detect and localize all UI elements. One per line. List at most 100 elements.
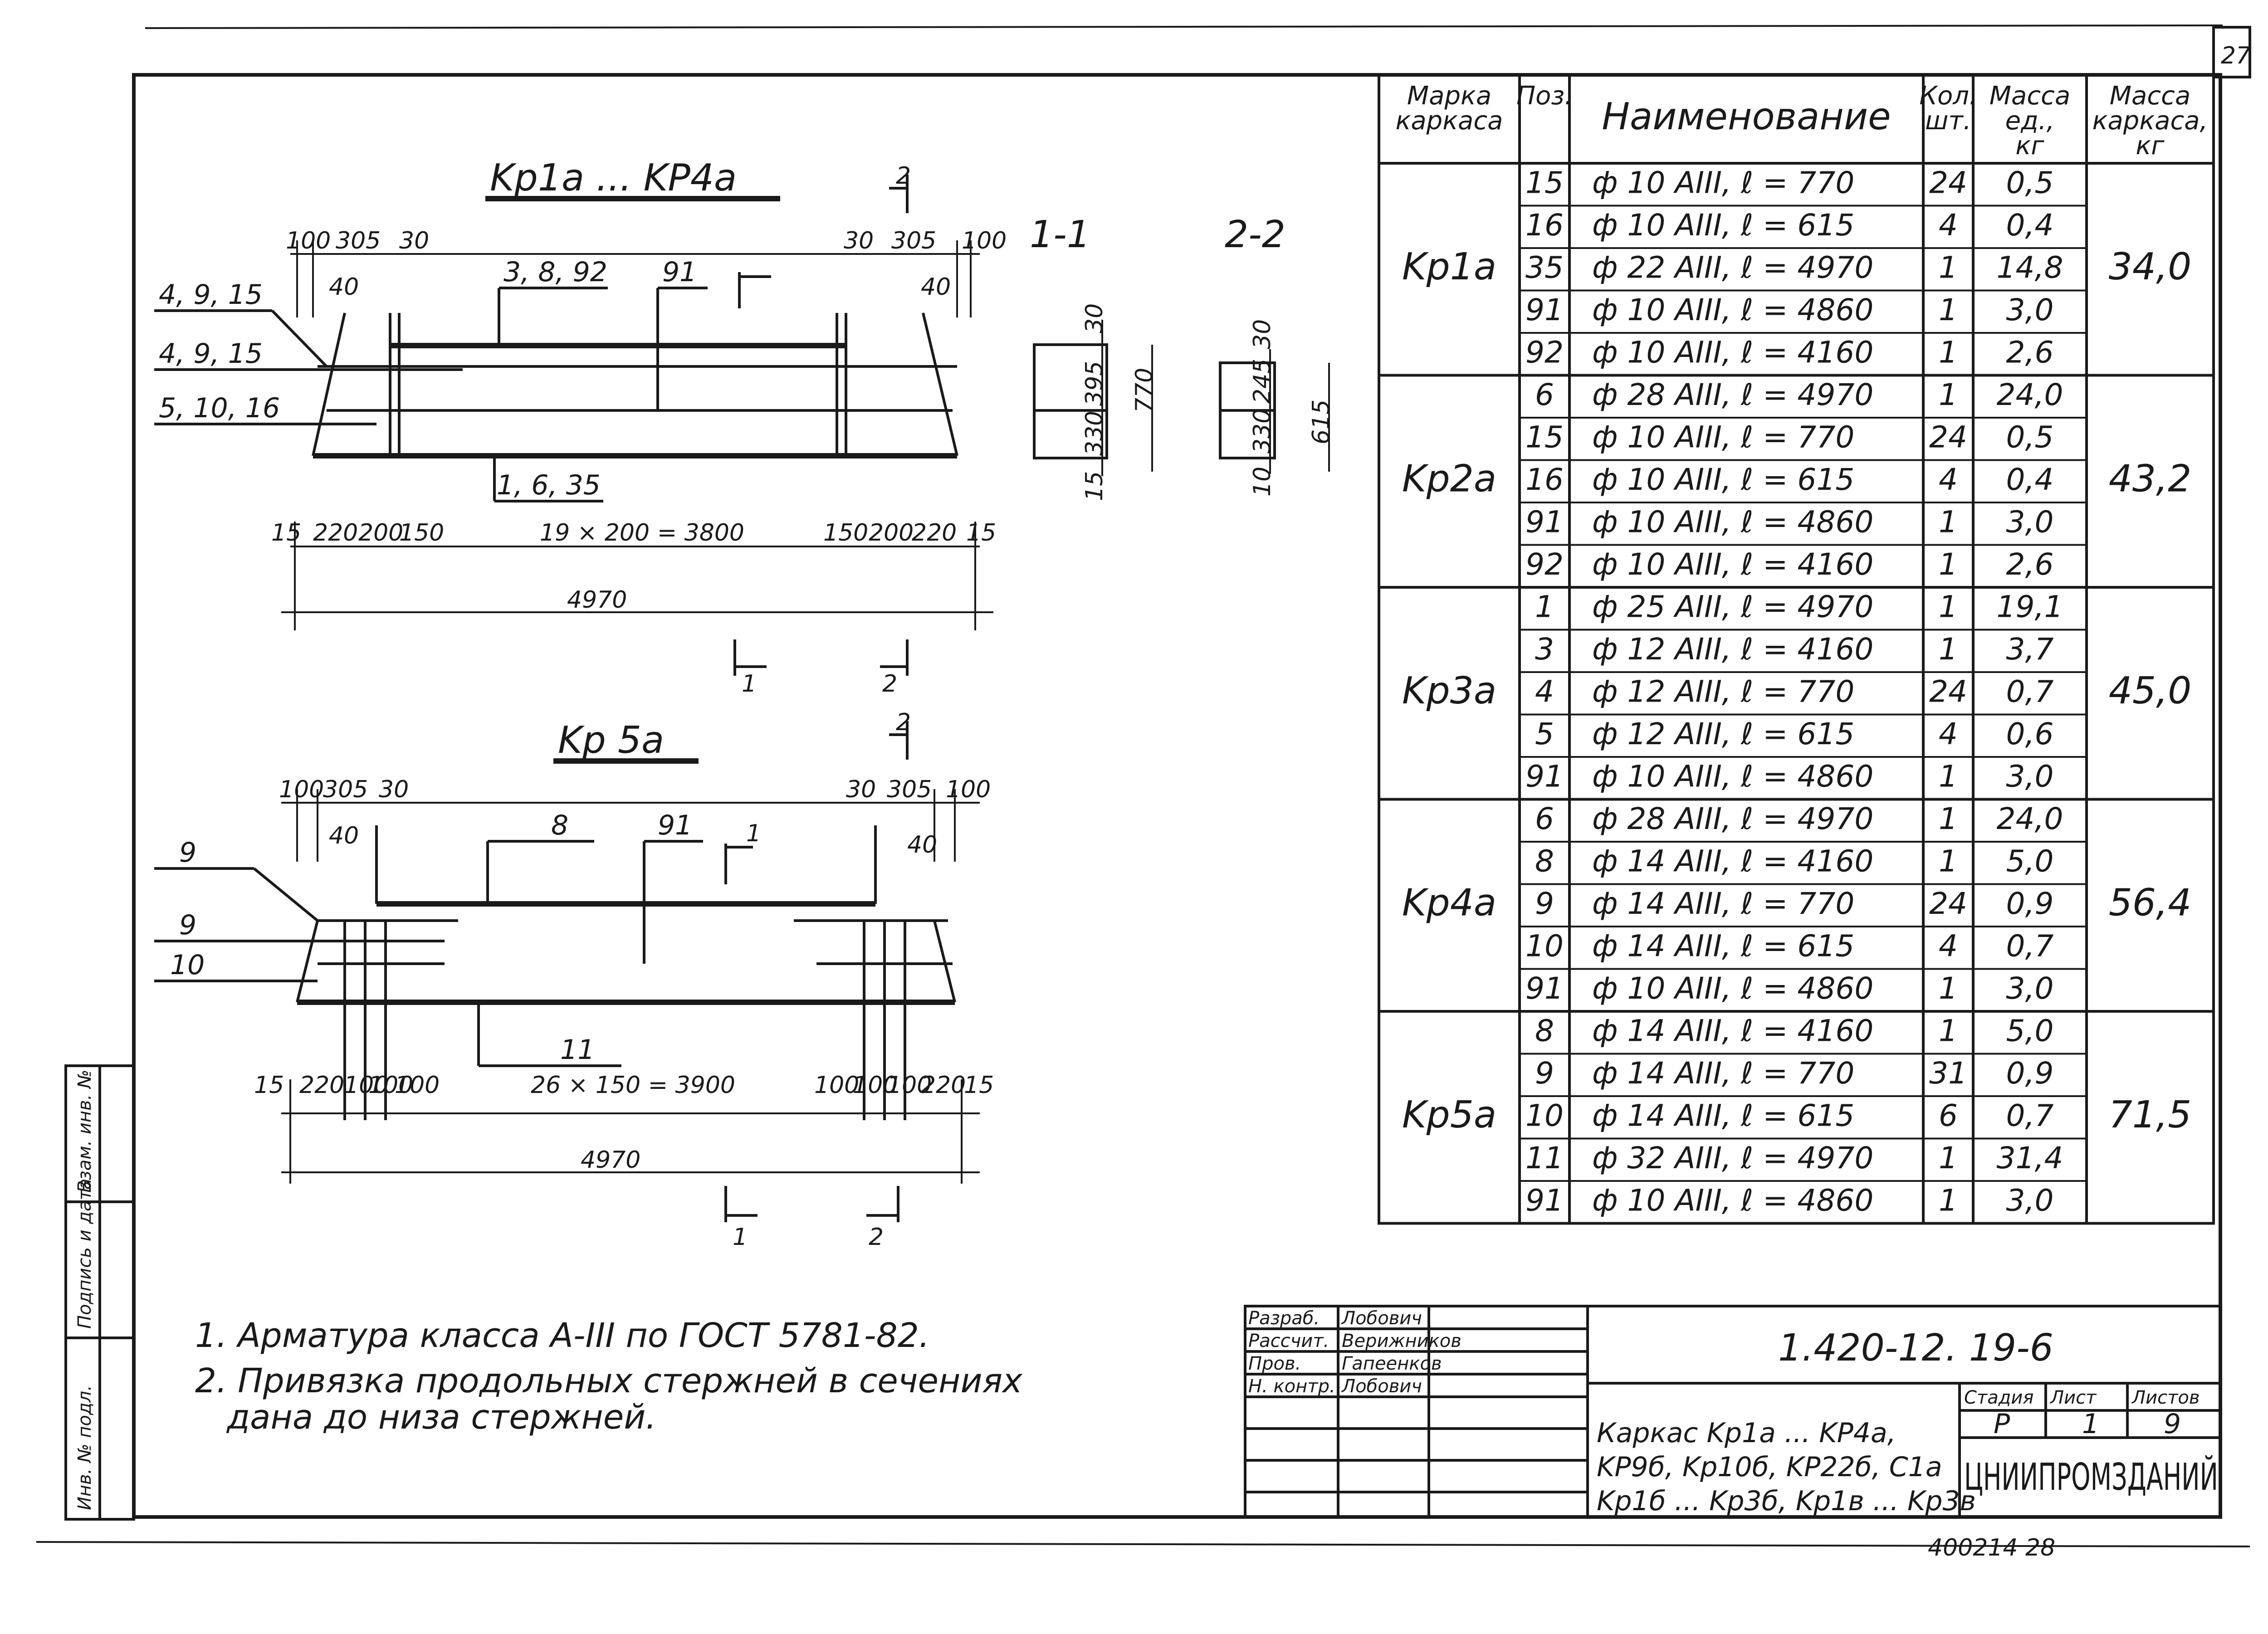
table-pos: 11	[1525, 1141, 1564, 1176]
label-3-8-92: 3, 8, 92	[503, 256, 607, 288]
svg-text:40: 40	[921, 273, 951, 301]
svg-text:100: 100	[368, 1072, 413, 1099]
label-4-9-15-b: 4, 9, 15	[159, 338, 263, 370]
table-qty: 24	[1929, 419, 1967, 454]
note-1: 1. Арматура класса A-III по ГОСТ 5781-82…	[195, 1316, 929, 1355]
svg-text:Рассчит.: Рассчит.	[1248, 1331, 1329, 1351]
table-mass-unit: 0,7	[2006, 1098, 2054, 1133]
svg-text:Лобович: Лобович	[1341, 1376, 1422, 1397]
table-mass-total: 43,2	[2109, 457, 2192, 500]
table-qty: 1	[1939, 844, 1958, 878]
table-pos: 15	[1525, 165, 1564, 200]
svg-text:40: 40	[907, 831, 937, 858]
svg-text:15: 15	[964, 1072, 994, 1099]
organization: ЦНИИПРОМЗДАНИЙ	[1964, 1455, 2218, 1499]
table-pos: 6	[1535, 801, 1554, 836]
table-pos: 16	[1525, 208, 1564, 243]
table-name: ф 10 AIII, ℓ = 4160	[1592, 335, 1873, 370]
svg-text:2: 2	[869, 1224, 884, 1251]
table-pos: 92	[1525, 547, 1564, 582]
svg-text:1: 1	[733, 1224, 748, 1251]
svg-text:30: 30	[844, 227, 874, 254]
title-block: Разраб. Рассчит. Пров. Н. контр. Лобович…	[1244, 1305, 2222, 1518]
sheet-number: 27	[2221, 42, 2251, 69]
table-qty: 24	[1929, 674, 1967, 709]
svg-text:395: 395	[1081, 361, 1108, 406]
svg-text:26 × 150 = 3900: 26 × 150 = 3900	[531, 1072, 735, 1099]
svg-text:4970: 4970	[567, 586, 627, 614]
table-name: ф 10 AIII, ℓ = 4860	[1592, 971, 1873, 1006]
svg-text:Пров.: Пров.	[1248, 1353, 1301, 1374]
table-mass-unit: 14,8	[1997, 250, 2063, 285]
table-name: ф 10 AIII, ℓ = 615	[1592, 208, 1854, 243]
table-mass-unit: 0,9	[2006, 1056, 2054, 1091]
table-qty: 1	[1939, 250, 1958, 285]
header-mark: Марка	[1407, 81, 1491, 111]
table-qty: 1	[1939, 801, 1958, 836]
svg-text:615: 615	[1308, 400, 1335, 444]
table-name: ф 10 AIII, ℓ = 4860	[1592, 293, 1873, 327]
table-mark: Kp5a	[1402, 1093, 1496, 1136]
table-pos: 35	[1525, 250, 1564, 285]
table-mass-unit: 31,4	[1997, 1141, 2063, 1176]
label-10: 10	[170, 949, 205, 981]
table-pos: 1	[1535, 589, 1554, 624]
table-mass-unit: 0,5	[2006, 419, 2054, 454]
svg-text:Н. контр.: Н. контр.	[1248, 1376, 1335, 1397]
svg-text:40: 40	[329, 822, 359, 849]
svg-text:10: 10	[1249, 467, 1276, 497]
svg-text:40: 40	[329, 273, 359, 301]
svg-text:305: 305	[891, 227, 936, 254]
svg-text:220: 220	[313, 519, 358, 546]
table-name: ф 12 AIII, ℓ = 4160	[1592, 632, 1873, 667]
stamp-signature-date: Подпись и дата	[74, 1179, 95, 1329]
table-mass-total: 45,0	[2109, 669, 2192, 712]
table-pos: 15	[1525, 419, 1564, 454]
svg-text:Лист: Лист	[2049, 1387, 2097, 1408]
doc-code: 1.420-12. 19-6	[1778, 1327, 2053, 1370]
table-mass-unit: 3,7	[2006, 632, 2054, 667]
bottom-border	[36, 1541, 2250, 1547]
table-mass-unit: 19,1	[1997, 589, 2063, 624]
header-mass-unit: Масса	[1989, 81, 2071, 111]
label-8: 8	[551, 810, 568, 841]
bottom-code: 400214 28	[1928, 1534, 2055, 1561]
svg-text:15: 15	[966, 519, 996, 546]
svg-text:Листов: Листов	[2131, 1387, 2200, 1408]
table-pos: 4	[1535, 674, 1554, 709]
table-qty: 31	[1929, 1056, 1967, 1091]
table-name: ф 25 AIII, ℓ = 4970	[1592, 589, 1873, 624]
sheet-number-box	[2212, 26, 2251, 78]
header-mass-unit: кг	[2015, 131, 2044, 161]
table-mass-unit: 3,0	[2006, 1183, 2054, 1218]
table-qty: 4	[1939, 928, 1958, 963]
table-qty: 4	[1939, 717, 1958, 751]
svg-text:30: 30	[379, 776, 409, 803]
table-pos: 8	[1535, 844, 1554, 878]
table-pos: 3	[1535, 632, 1554, 667]
label-91: 91	[658, 810, 692, 841]
table-name: ф 10 AIII, ℓ = 4160	[1592, 547, 1873, 582]
label-9-a: 9	[179, 837, 196, 868]
table-pos: 8	[1535, 1013, 1554, 1048]
table-name: ф 10 AIII, ℓ = 770	[1592, 419, 1854, 454]
table-qty: 24	[1929, 886, 1967, 921]
table-mass-unit: 0,9	[2006, 886, 2054, 921]
table-qty: 1	[1939, 1141, 1958, 1176]
table-mass-unit: 2,6	[2006, 547, 2054, 582]
table-qty: 4	[1939, 462, 1958, 497]
side-stamp: Инв. № подл. Подпись и дата Взам. инв. №	[64, 1064, 135, 1521]
svg-text:30: 30	[399, 227, 429, 254]
header-name: Наименование	[1602, 95, 1891, 138]
drawing1-mark-2-top: 2	[896, 162, 911, 190]
header-mark: каркаса	[1396, 106, 1503, 136]
svg-text:100: 100	[279, 776, 324, 803]
table-qty: 1	[1939, 759, 1958, 794]
table-pos: 6	[1535, 377, 1554, 412]
table-name: ф 28 AIII, ℓ = 4970	[1592, 801, 1873, 836]
svg-text:150: 150	[823, 519, 868, 546]
table-mark: Kp4a	[1402, 881, 1496, 924]
svg-text:1: 1	[746, 820, 761, 847]
top-border	[145, 24, 2223, 29]
